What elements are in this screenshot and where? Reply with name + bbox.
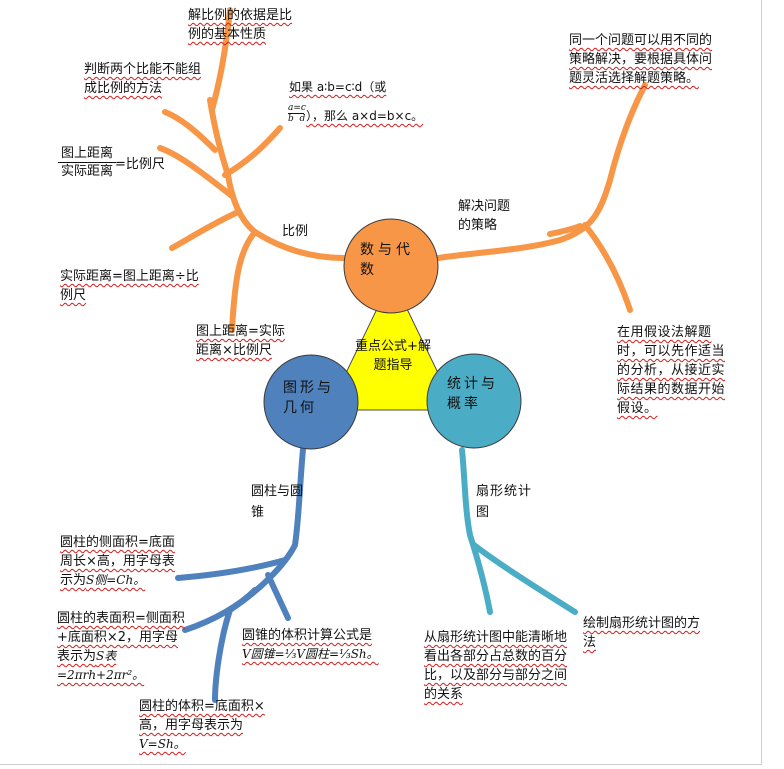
scale-equals: =比例尺 <box>115 157 165 172</box>
leaf-ratio-rule-line2: ），那么 a×d=b×c。 <box>306 109 424 123</box>
branch-label-strategy: 解决问题的策略 <box>458 199 511 233</box>
algebra-node-label: 数与代数 <box>360 242 414 278</box>
cyl-twig-cone <box>265 572 291 621</box>
leaf-strategy-assume: 在用假设法解题时，可以先作适当的分析，从接近实际结果的数据开始假设。 <box>617 325 726 416</box>
leaf-cyl-lateral: 圆柱的侧面积=底面周长×高，用字母表示为S侧=Ch。 <box>60 533 182 590</box>
center-triangle <box>327 276 457 411</box>
ratio-twig-rule <box>222 125 283 178</box>
leaf-ratio-basis: 解比例的依据是比例的基本性质 <box>188 8 293 42</box>
leaf-actual-distance: 实际距离=图上距离÷比例尺 <box>60 269 199 303</box>
branch-label-pie-chart: 扇形统计图 <box>476 484 533 520</box>
pie-twig-draw <box>471 542 578 615</box>
leaf-cyl-volume-formula: V=Sh。 <box>139 737 186 751</box>
leaf-cyl-lateral-formula: S侧=Ch。 <box>86 573 146 587</box>
pie-trunk <box>459 447 493 615</box>
strategy-twig-stub <box>547 223 583 237</box>
ratio-twig-basis <box>209 7 233 113</box>
leaf-ratio-judge: 判断两个比能不能组成比例的方法 <box>84 62 202 96</box>
leaf-cyl-surface: 圆柱的表面积=侧面积+底面积×2，用字母表示为S表=2πrh+2πr²。 <box>57 609 187 685</box>
center-title: 重点公式+解题指导 <box>355 339 431 373</box>
strategy-twig-assume <box>582 222 633 313</box>
statistics-node <box>426 353 522 449</box>
leaf-ratio-rule-line1: 如果 a∶b=c∶d（或 <box>289 80 387 94</box>
strategy-trunk <box>435 82 648 261</box>
geometry-node-label: 图形与几何 <box>283 380 334 416</box>
ratio-fraction: a=c b d <box>288 103 306 124</box>
leaf-strategy-multi: 同一个问题可以用不同的策略解决，要根据具体问题灵活选择解题策略。 <box>569 33 713 86</box>
cyl-twig-surface <box>182 587 258 633</box>
algebra-node <box>343 218 439 314</box>
leaf-cone-volume: 圆锥的体积计算公式是 V圆锥=⅓V圆柱=⅓Sh。 <box>242 626 387 664</box>
ratio-fraction-bottom: b d <box>288 113 306 124</box>
leaf-cyl-lateral-text: 圆柱的侧面积=底面周长×高，用字母表示为 <box>60 535 175 588</box>
cyl-twig-lateral <box>175 557 288 581</box>
scale-fraction: 图上距离 实际距离 <box>58 145 116 180</box>
ratio-twig-actual <box>169 209 241 251</box>
leaf-map-distance: 图上距离=实际距离×比例尺 <box>196 324 285 358</box>
leaf-cyl-surface-formula: S表=2πrh+2πr²。 <box>57 649 145 682</box>
scale-denominator: 实际距离 <box>58 162 116 180</box>
leaf-cone-volume-text: 圆锥的体积计算公式是 <box>242 628 373 643</box>
ratio-fraction-top: a=c <box>288 103 306 113</box>
ratio-twig-scale <box>157 145 235 199</box>
cylinder-trunk <box>212 427 308 703</box>
leaf-cyl-volume: 圆柱的体积=底面积×高，用字母表示为 V=Sh。 <box>139 697 287 754</box>
leaf-pie-read: 从扇形统计图中能清晰地看出各部分占总数的百分比，以及部分与部分之间的关系 <box>424 630 568 702</box>
scale-numerator: 图上距离 <box>60 146 113 161</box>
leaf-cyl-volume-text: 圆柱的体积=底面积×高，用字母表示为 <box>139 699 265 733</box>
statistics-node-label: 统计与概率 <box>447 376 498 412</box>
geometry-node <box>263 354 359 450</box>
geometry-branches <box>175 427 308 703</box>
leaf-pie-draw: 绘制扇形统计图的方法 <box>583 616 701 650</box>
leaf-cone-volume-formula: V圆锥=⅓V圆柱=⅓Sh。 <box>242 647 379 661</box>
statistics-branches <box>459 447 578 615</box>
branch-label-cylinder-cone: 圆柱与圆锥 <box>251 484 304 520</box>
ratio-twig-judge <box>162 109 218 153</box>
leaf-cyl-surface-text: 圆柱的表面积=侧面积+底面积×2，用字母表示为 <box>57 611 185 664</box>
branch-label-ratio: 比例 <box>282 224 309 239</box>
algebra-branches <box>157 7 648 333</box>
ratio-twig-map <box>229 229 258 333</box>
